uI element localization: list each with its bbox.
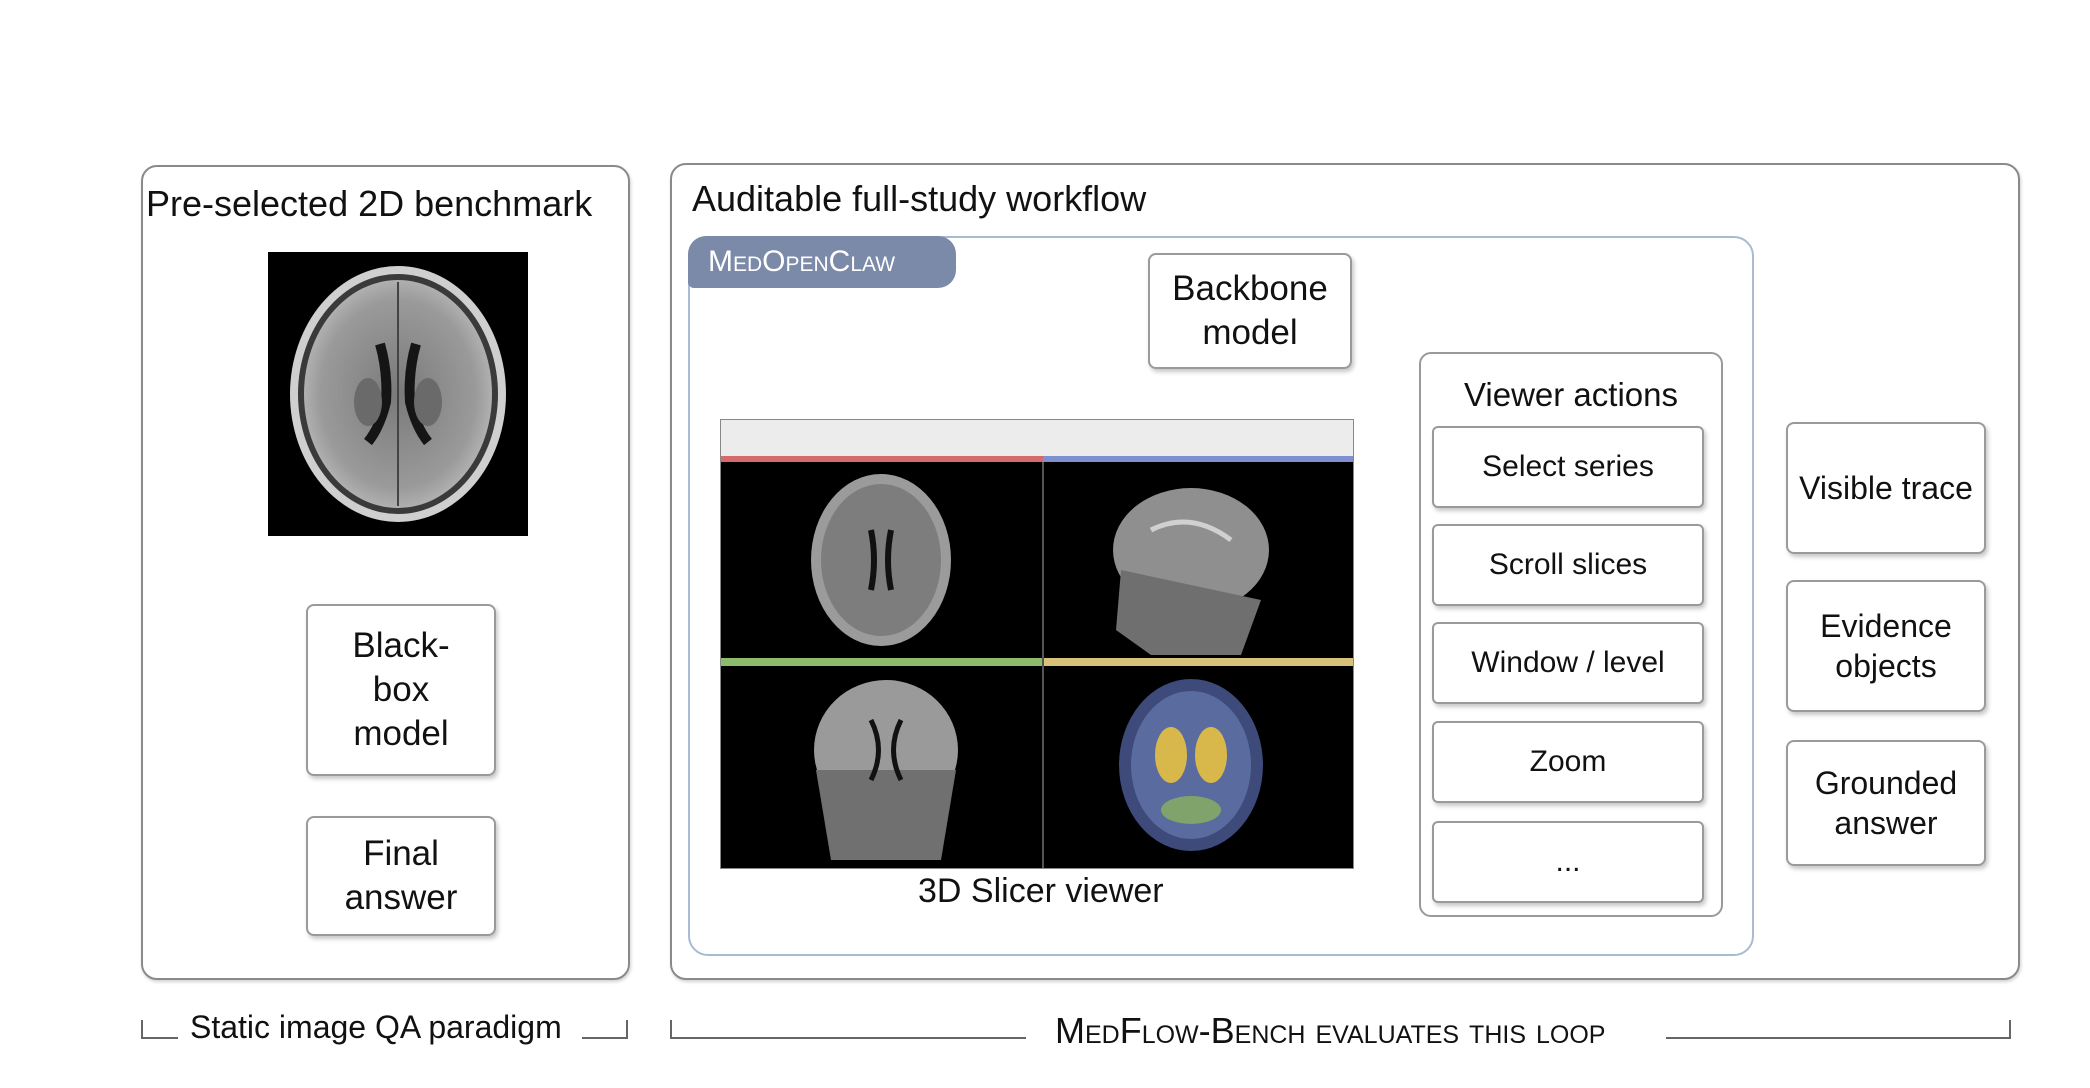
right-panel-title: Auditable full-study workflow <box>692 178 1147 219</box>
viewer-topbar-red <box>721 456 1043 462</box>
action-window-level[interactable]: Window / level <box>1432 622 1704 704</box>
right-caption: MedFlow-Bench evaluates this loop <box>1055 1010 1606 1051</box>
action-more[interactable]: ... <box>1432 821 1704 903</box>
left-bracket-b <box>582 1020 628 1039</box>
backbone-model-box: Backbone model <box>1148 253 1352 369</box>
left-caption: Static image QA paradigm <box>190 1009 562 1045</box>
final-answer-box: Final answer <box>306 816 496 936</box>
right-bracket-b <box>1666 1020 2011 1039</box>
framework-container <box>688 236 1754 956</box>
action-select-series[interactable]: Select series <box>1432 426 1704 508</box>
output-grounded-answer: Grounded answer <box>1786 740 1986 866</box>
action-scroll-slices[interactable]: Scroll slices <box>1432 524 1704 606</box>
action-zoom[interactable]: Zoom <box>1432 721 1704 803</box>
output-visible-trace: Visible trace <box>1786 422 1986 554</box>
slicer-viewer[interactable] <box>720 419 1354 869</box>
viewer-midbar-green <box>721 658 1043 666</box>
viewer-topbar-blue <box>1043 456 1353 462</box>
output-evidence-objects: Evidence objects <box>1786 580 1986 712</box>
brain-mri-image <box>268 252 528 536</box>
viewer-midbar-yellow <box>1043 658 1353 666</box>
blackbox-model-box: Black-box model <box>306 604 496 776</box>
viewer-caption: 3D Slicer viewer <box>918 872 1164 910</box>
left-panel-title: Pre-selected 2D benchmark <box>146 183 593 224</box>
framework-label: MedOpenClaw <box>688 236 956 288</box>
viewer-actions-title: Viewer actions <box>1463 376 1678 413</box>
right-bracket-a <box>670 1020 1026 1039</box>
left-bracket-a <box>141 1020 178 1039</box>
viewer-toolbar <box>721 420 1353 457</box>
viewer-slices <box>811 474 1269 860</box>
viewer-divider <box>1042 462 1044 868</box>
